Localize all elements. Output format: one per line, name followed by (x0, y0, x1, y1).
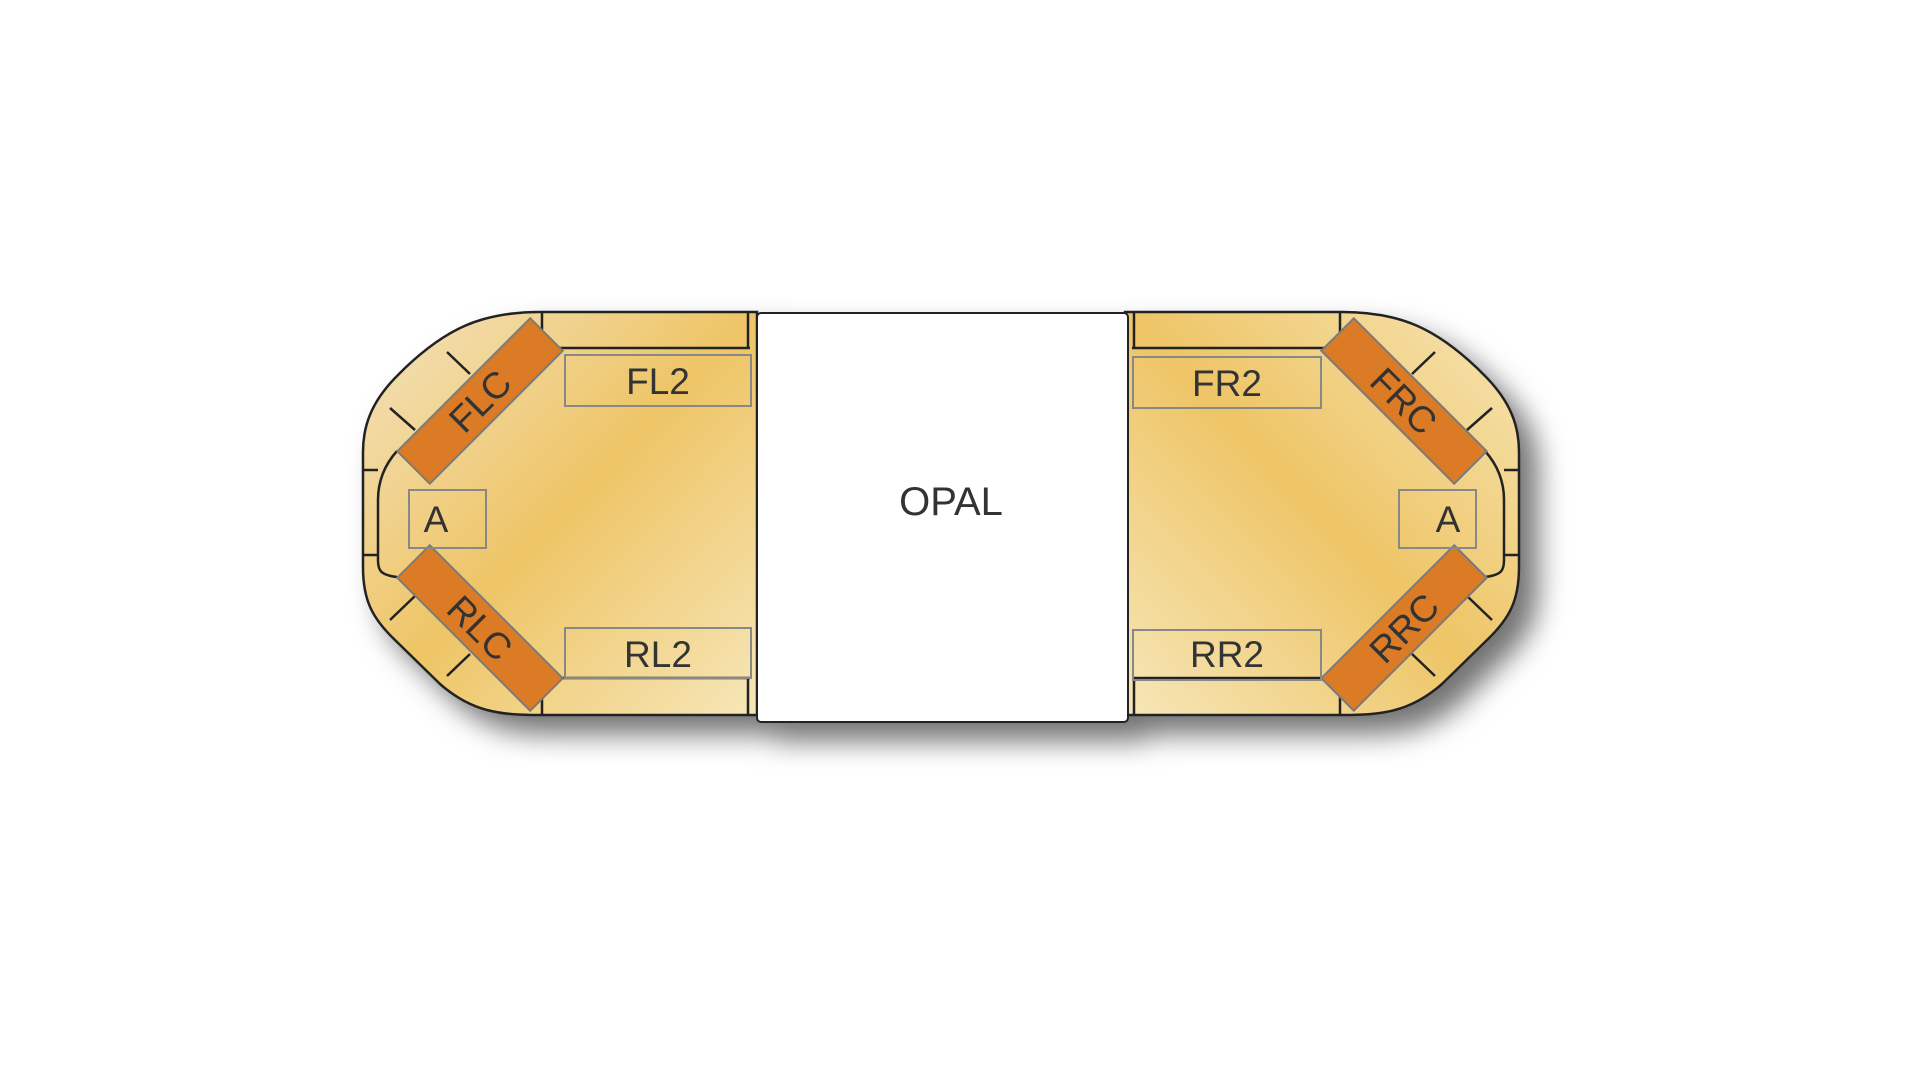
opal-center-module (756, 312, 1129, 723)
label-opal: OPAL (899, 480, 1003, 524)
label-rr2: RR2 (1190, 634, 1264, 675)
left-pod (361, 310, 759, 717)
label-right-alley: A (1436, 499, 1461, 540)
module-fr2: FR2 (1132, 356, 1322, 409)
label-fl2: FL2 (626, 361, 690, 402)
module-left-alley: A (408, 489, 487, 549)
module-rr2: RR2 (1132, 629, 1322, 681)
module-right-alley: A (1398, 489, 1477, 549)
label-rl2: RL2 (624, 634, 692, 675)
module-fl2: FL2 (564, 354, 752, 407)
label-fr2: FR2 (1192, 363, 1262, 404)
lightbar-body (361, 310, 1521, 723)
label-left-alley: A (424, 499, 449, 540)
module-rl2: RL2 (564, 627, 752, 679)
